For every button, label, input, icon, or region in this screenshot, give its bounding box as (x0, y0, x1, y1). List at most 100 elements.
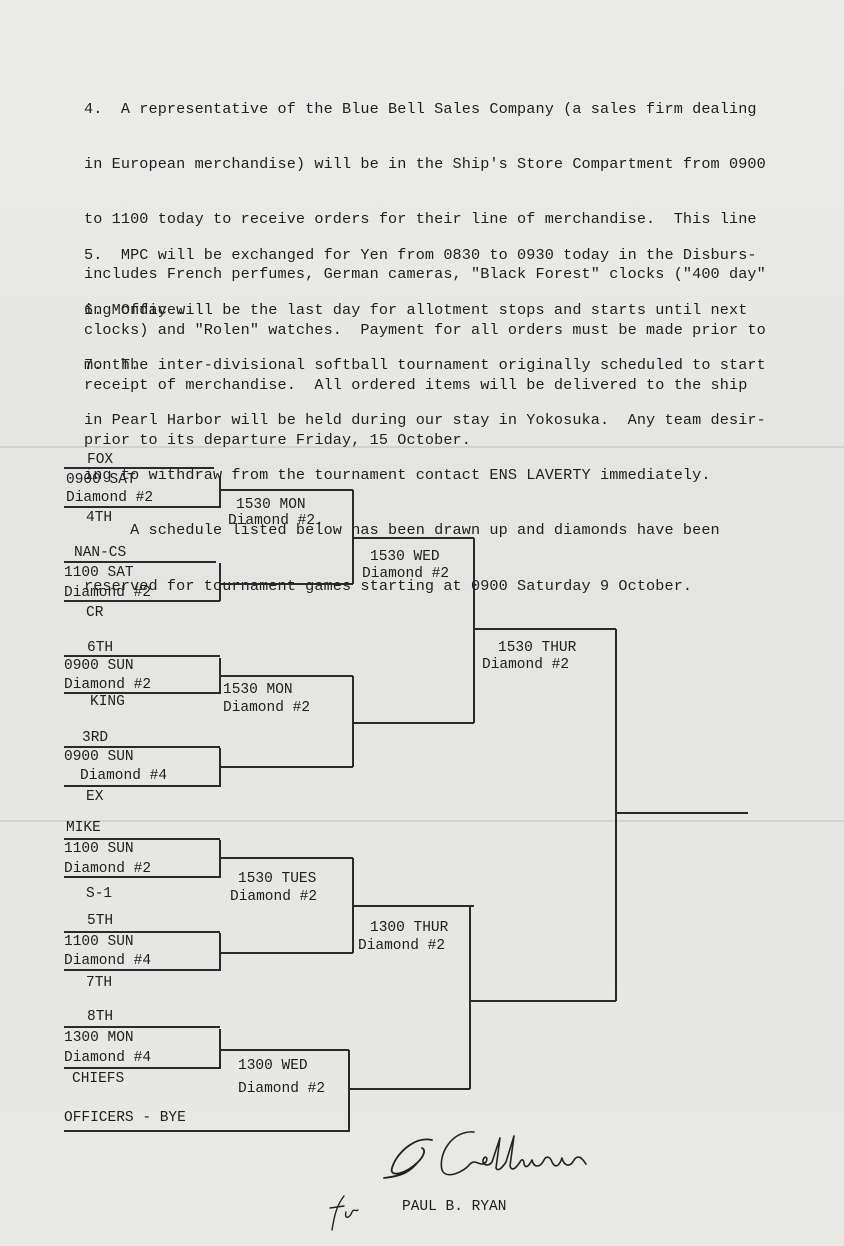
game-time: 1530 WED (370, 549, 440, 565)
bracket-line (350, 1088, 470, 1090)
text-line: in Pearl Harbor will be held during our … (84, 411, 766, 430)
team-label: MIKE (66, 820, 101, 836)
game-diamond: Diamond #2 (358, 938, 446, 954)
game-time: 1530 MON (223, 682, 293, 698)
bracket-line (615, 629, 617, 1001)
bracket-line (219, 658, 221, 694)
paragraph-4: 4. A representative of the Blue Bell Sal… (84, 63, 784, 486)
game-diamond: Diamond #4 (80, 768, 168, 784)
bracket-line (221, 766, 353, 768)
bracket-line (221, 1049, 349, 1051)
bracket-line (221, 952, 353, 954)
bracket-line (474, 628, 616, 630)
text-line: in European merchandise) will be in the … (84, 155, 766, 174)
text-line: 5. MPC will be exchanged for Yen from 08… (84, 245, 757, 264)
text-line: includes French perfumes, German cameras… (84, 265, 766, 284)
game-diamond: Diamond #4 (64, 1050, 152, 1066)
game-diamond: Diamond #2 (238, 1081, 326, 1097)
bracket-line (64, 561, 216, 563)
bracket-line (354, 537, 474, 539)
game-time: 1300 MON (64, 1030, 134, 1046)
bracket-line (64, 655, 220, 657)
game-diamond: Diamond #2 (230, 889, 318, 905)
bracket-line (64, 746, 220, 748)
team-label: NAN-CS (74, 545, 127, 561)
bracket-line (219, 748, 221, 787)
team-label: CR (86, 605, 104, 621)
bracket-line (348, 1050, 350, 1132)
game-time: 0900 SAT (66, 472, 136, 488)
text-line: 4. A representative of the Blue Bell Sal… (84, 99, 757, 118)
bracket-line (352, 490, 354, 584)
bracket-line (221, 857, 353, 859)
bracket-line (64, 876, 220, 878)
team-label: KING (90, 694, 125, 710)
game-diamond: Diamond #2 (64, 585, 152, 601)
team-label: S-1 (86, 886, 113, 902)
paper-fold-line (0, 446, 844, 448)
game-time: 1300 THUR (370, 920, 449, 936)
bracket-line (64, 931, 220, 933)
bracket-line (221, 583, 353, 585)
text-line: receipt of merchandise. All ordered item… (84, 375, 748, 394)
bracket-line (469, 906, 471, 1089)
paragraph-7: 7. The inter-divisional softball tournam… (84, 319, 784, 632)
bracket-line (64, 1067, 220, 1069)
game-time: 1100 SUN (64, 841, 134, 857)
game-diamond: Diamond #2 (482, 657, 570, 673)
game-time: 0900 SUN (64, 658, 134, 674)
bracket-line (64, 1130, 349, 1132)
text-line: 6. Monday will be the last day for allot… (84, 300, 748, 319)
bracket-line (219, 840, 221, 878)
game-diamond: Diamond #4 (64, 953, 152, 969)
paper-fold-line (0, 820, 844, 822)
game-diamond: Diamond #2 (362, 566, 450, 582)
bracket-line (616, 812, 748, 814)
team-label: FOX (87, 452, 114, 468)
bracket-line (352, 676, 354, 767)
game-time: 1100 SAT (64, 565, 134, 581)
bracket-line (64, 1026, 220, 1028)
game-time: 1530 TUES (238, 871, 317, 887)
game-time: 1530 MON (236, 497, 306, 513)
text-line: ing Office. (84, 301, 186, 320)
text-line: 7. The inter-divisional softball tournam… (84, 355, 766, 374)
bracket-line (64, 785, 220, 787)
team-label: EX (86, 789, 104, 805)
game-diamond: Diamond #2 (64, 677, 152, 693)
bracket-line (473, 538, 475, 723)
game-diamond: Diamond #2 (223, 700, 311, 716)
team-label: 6TH (87, 640, 114, 656)
bracket-line (221, 675, 353, 677)
team-label: 8TH (87, 1009, 114, 1025)
game-time: 1530 THUR (498, 640, 577, 656)
paragraph-6: 6. Monday will be the last day for allot… (84, 264, 784, 411)
game-diamond: Diamond #2 (64, 861, 152, 877)
bracket-line (64, 467, 214, 469)
bracket-line (219, 563, 221, 601)
game-time: 0900 SUN (64, 749, 134, 765)
team-label: 4TH (86, 510, 113, 526)
text-line: ing to withdraw from the tournament cont… (84, 466, 711, 485)
team-label: 3RD (82, 730, 109, 746)
bracket-line (64, 506, 220, 508)
paragraph-5: 5. MPC will be exchanged for Yen from 08… (84, 209, 784, 356)
game-diamond: Diamond #2 (66, 490, 154, 506)
team-label: 7TH (86, 975, 113, 991)
game-diamond: Diamond #2. (228, 513, 324, 529)
game-time: 1300 WED (238, 1058, 308, 1074)
bracket-line (354, 905, 474, 907)
handwritten-signature (383, 1131, 587, 1179)
game-time: 1100 SUN (64, 934, 134, 950)
bye-label: OFFICERS - BYE (64, 1110, 186, 1126)
bracket-line (219, 1029, 221, 1069)
per-mark (329, 1195, 359, 1231)
bracket-line (470, 1000, 616, 1002)
bracket-line (354, 722, 474, 724)
text-line: to 1100 today to receive orders for thei… (84, 210, 757, 229)
text-line: prior to its departure Friday, 15 Octobe… (84, 431, 471, 450)
bracket-line (221, 489, 353, 491)
bracket-line (352, 858, 354, 953)
signatory-name: PAUL B. RYAN (402, 1199, 507, 1215)
